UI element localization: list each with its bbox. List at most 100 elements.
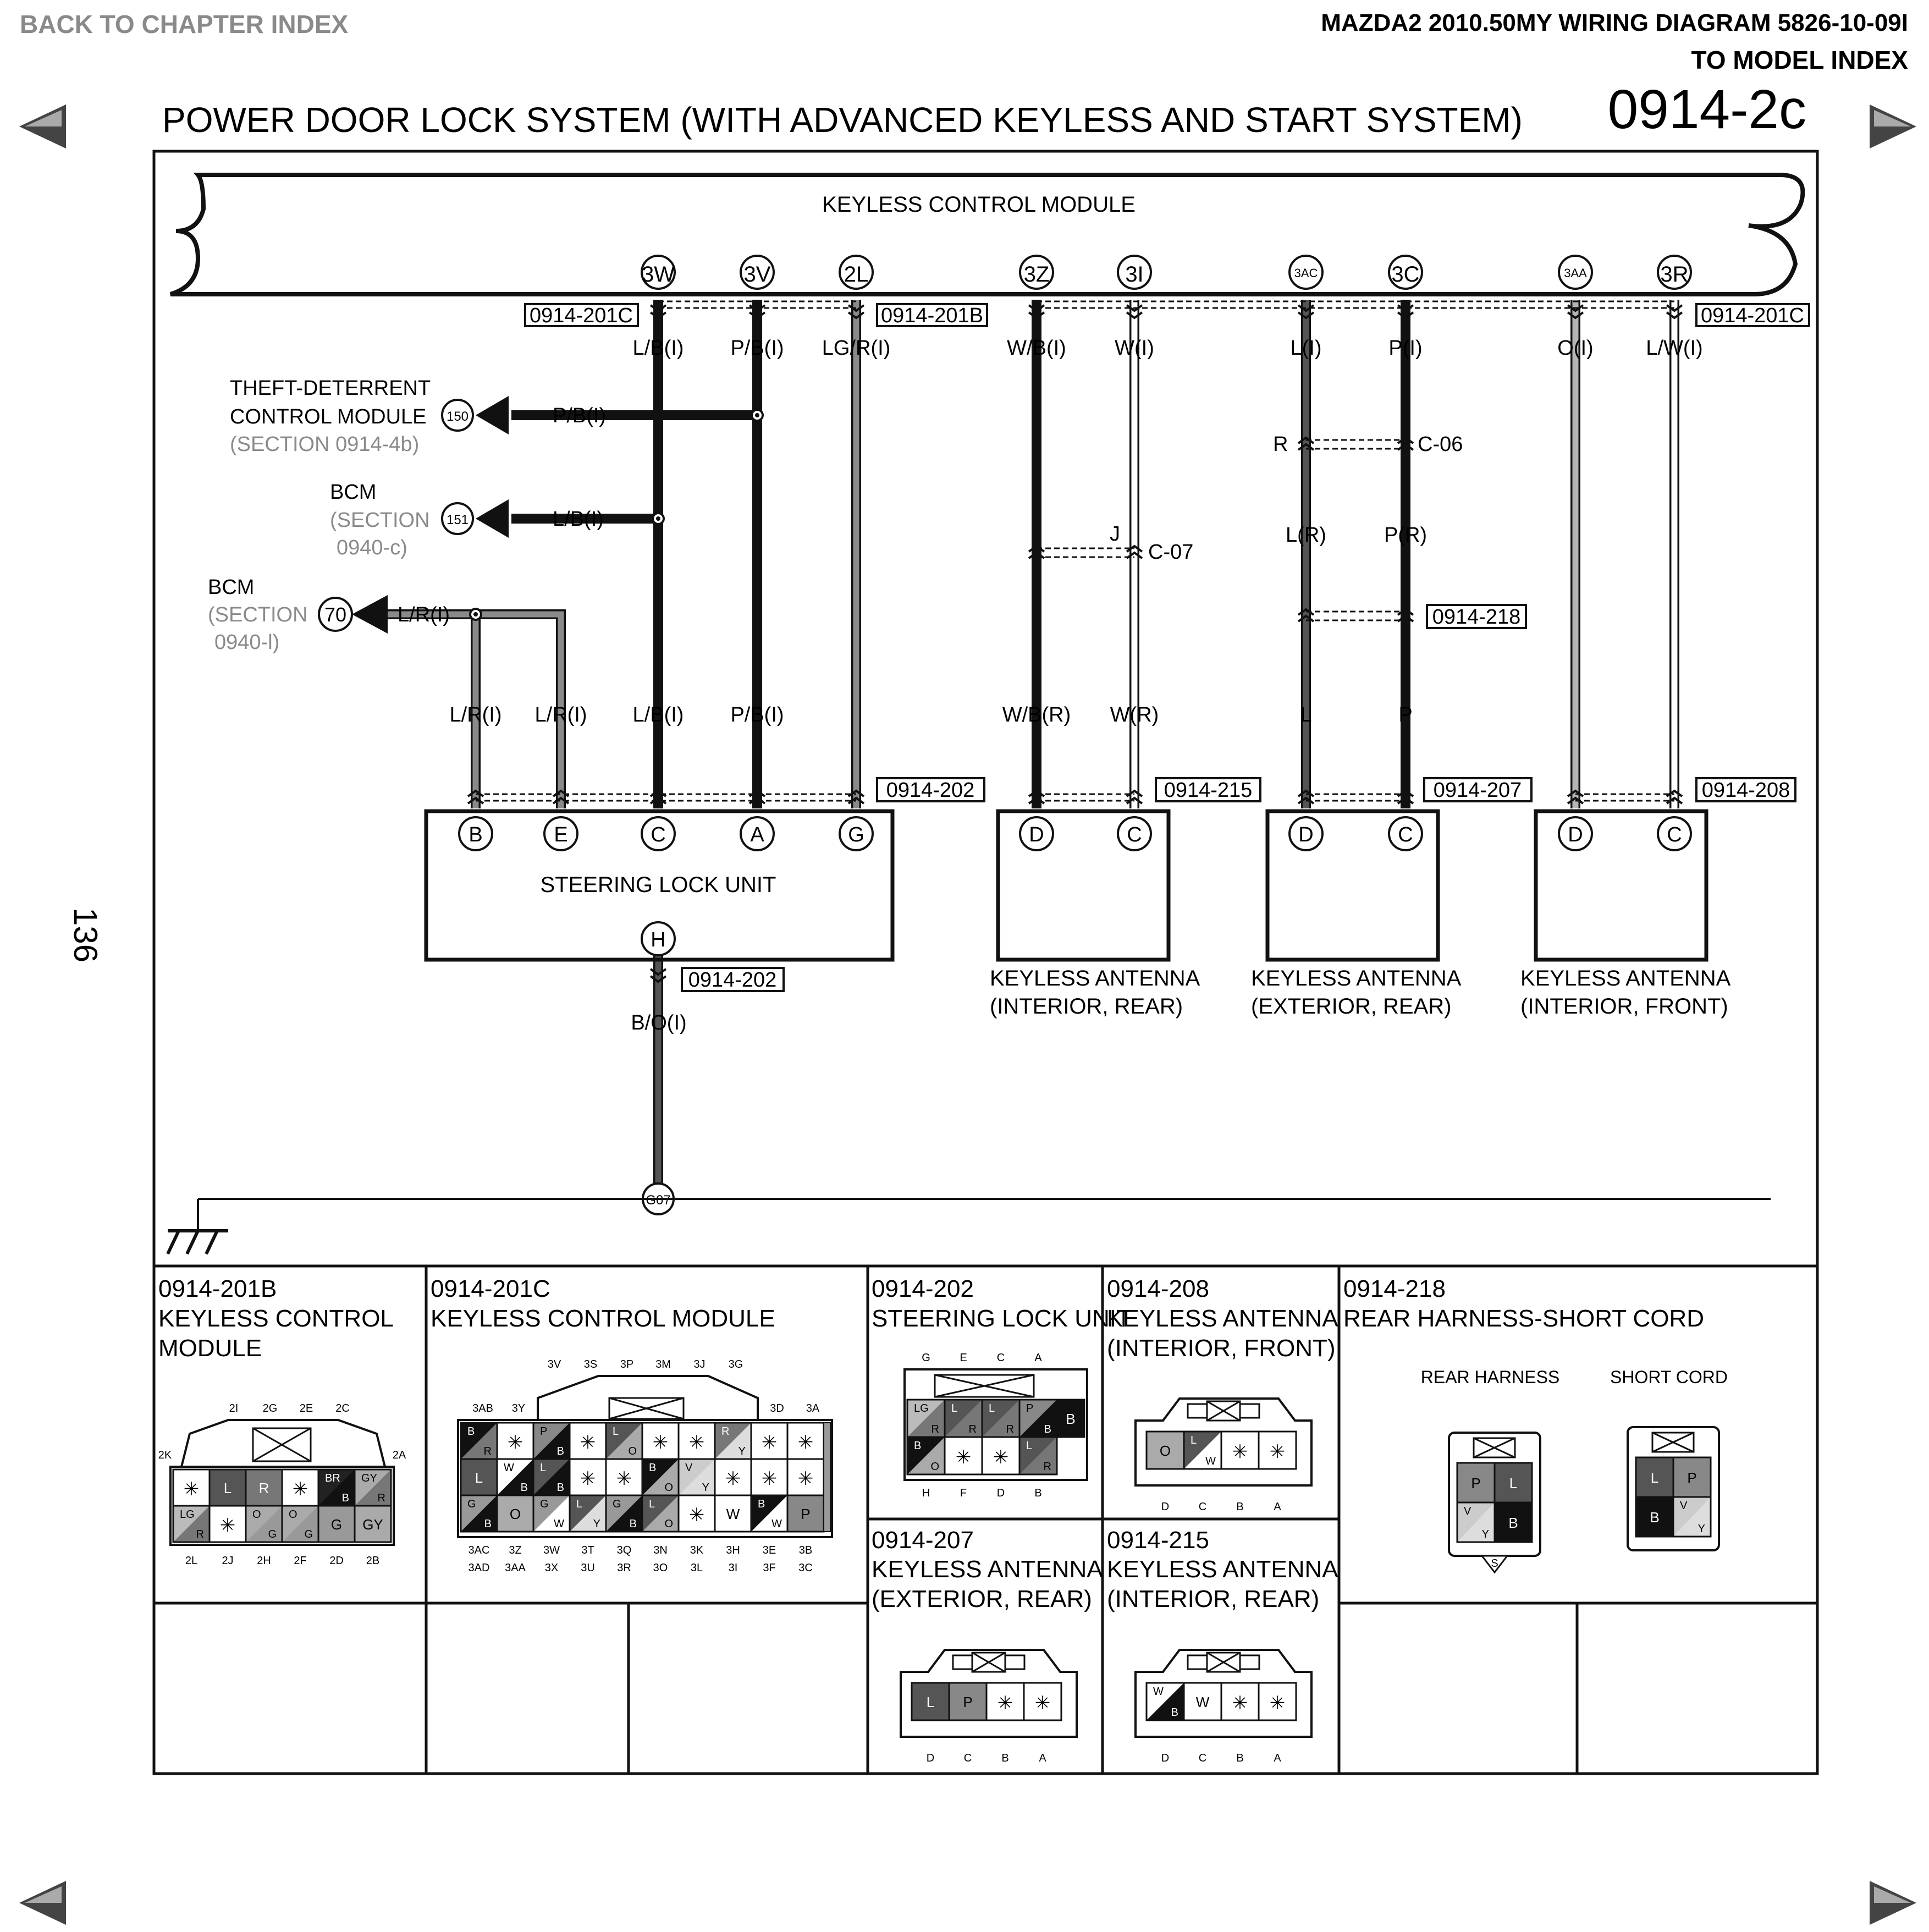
- cell-stripe: [982, 1400, 1019, 1437]
- pin-number: 3V: [548, 1358, 561, 1370]
- cell-color-main: L: [224, 1480, 232, 1496]
- cv201b-name2: MODULE: [158, 1335, 262, 1362]
- to-model-index-link[interactable]: TO MODEL INDEX: [1691, 46, 1909, 74]
- lower-wire-label: P: [1398, 703, 1412, 726]
- ant-ext-rear-pin: [1288, 816, 1324, 851]
- connector-cell: GW: [532, 1494, 571, 1533]
- connector-cell: L: [1635, 1456, 1674, 1498]
- cell-color-main: B: [758, 1498, 765, 1510]
- cell-stripe: [461, 1423, 497, 1459]
- joint-c07-pin: J: [1110, 522, 1120, 546]
- pin-number: 3F: [763, 1562, 775, 1574]
- cell-color-main: L: [927, 1694, 934, 1710]
- lower-wire-label: L/B(I): [633, 703, 684, 726]
- cell-stripe: [1019, 1400, 1057, 1437]
- cell-stripe: [1019, 1437, 1057, 1474]
- connector-chevron-icon: [847, 304, 865, 320]
- pin-number: 3Z: [509, 1544, 521, 1556]
- cell-color-stripe: Y: [738, 1445, 746, 1457]
- steering-pin-label: A: [750, 823, 764, 846]
- pin-number: B: [1034, 1487, 1041, 1499]
- cell-color-main: B: [1650, 1509, 1659, 1526]
- cell-color-stripe: O: [664, 1482, 673, 1494]
- antenna-interior-front-label1: KEYLESS ANTENNA: [1520, 966, 1731, 990]
- cell-color-stripe: B: [484, 1518, 492, 1530]
- connector-hood: [537, 1375, 759, 1420]
- steering-pin: [458, 816, 493, 851]
- cell-bg: [677, 1422, 716, 1460]
- cell-color-main: L: [1651, 1469, 1658, 1486]
- connector-cell: L: [460, 1458, 498, 1496]
- joint-chevron-icon: [1028, 544, 1045, 559]
- pin-number: 3K: [690, 1544, 704, 1556]
- cv202-code: 0914-202: [872, 1275, 974, 1302]
- antenna-exterior-rear-box: [1265, 809, 1440, 962]
- steering-pin: [641, 816, 676, 851]
- cell-stripe: [173, 1506, 210, 1542]
- next-page-arrow-icon[interactable]: [1870, 104, 1916, 148]
- back-to-chapter-link[interactable]: BACK TO CHAPTER INDEX: [20, 10, 349, 38]
- cell-color-stripe: Y: [1482, 1528, 1489, 1540]
- connector-cell: ✳: [750, 1422, 789, 1460]
- pin-number: 3P: [620, 1358, 633, 1370]
- cell-color-main: G: [540, 1498, 549, 1510]
- connector-cell: ✳: [786, 1422, 825, 1460]
- cell-color-main: LG: [914, 1402, 929, 1414]
- pin-number: 3E: [763, 1544, 776, 1556]
- pin-number: 2C: [335, 1402, 350, 1414]
- cell-color-main: G: [613, 1498, 621, 1510]
- cell-color-main: O: [1160, 1443, 1171, 1459]
- cell-color-main: GY: [361, 1472, 377, 1484]
- connector-cell: ✳: [786, 1458, 825, 1496]
- module-terminal-3Z: 3Z: [1019, 255, 1054, 320]
- connector-cell: WB: [496, 1458, 534, 1496]
- splice-dot-center: [656, 516, 660, 521]
- joint-c06-pin: R: [1273, 433, 1288, 456]
- page-code: 0914-2c: [1608, 79, 1806, 140]
- first-page-arrow-icon[interactable]: [19, 1881, 66, 1925]
- pin-number: 2F: [294, 1555, 306, 1567]
- cell-color-main: P: [540, 1425, 547, 1438]
- pin-number: 3M: [655, 1358, 671, 1370]
- cell-color-stripe: W: [554, 1518, 564, 1530]
- connector-key-icon: [1480, 1555, 1509, 1574]
- cell-stripe: [715, 1423, 751, 1459]
- lower-wire-label: P/B(I): [730, 703, 784, 726]
- cell-unused-mark: ✳: [725, 1468, 741, 1489]
- connector-tag-215: 0914-215: [1155, 777, 1261, 802]
- steering-pin-label: B: [469, 823, 482, 846]
- connector-tag-207: 0914-207: [1423, 777, 1533, 802]
- svg-text:0914-202: 0914-202: [688, 968, 777, 992]
- cell-stripe: [751, 1495, 787, 1532]
- last-page-arrow-icon[interactable]: [1870, 1881, 1916, 1925]
- cell-stripe: [606, 1495, 642, 1532]
- cell-unused-mark: ✳: [220, 1515, 236, 1536]
- cell-color-stripe: B: [1044, 1423, 1051, 1435]
- cell-unused-mark: ✳: [762, 1468, 778, 1489]
- module-terminal-3AC: 3AC: [1288, 255, 1324, 320]
- pin-number: 3G: [729, 1358, 743, 1370]
- connector-cell: ✳: [1023, 1682, 1062, 1721]
- terminal-circle: [1388, 255, 1423, 290]
- connector-cell: LR: [1018, 1436, 1058, 1476]
- svg-text:0914-201B: 0914-201B: [881, 304, 983, 327]
- cell-bg: [981, 1436, 1021, 1476]
- cell-color-stripe: W: [771, 1518, 782, 1530]
- cv208-name2: (INTERIOR, FRONT): [1107, 1335, 1336, 1362]
- cell-unused-mark: ✳: [1270, 1441, 1286, 1462]
- prev-page-arrow-icon[interactable]: [19, 104, 66, 148]
- cv202-name1: STEERING LOCK UNIT: [872, 1305, 1131, 1332]
- cell-bg: [1258, 1430, 1297, 1470]
- cell-bg: [1220, 1682, 1260, 1721]
- page-title: POWER DOOR LOCK SYSTEM (WITH ADVANCED KE…: [162, 100, 1523, 140]
- pin-number: 3R: [617, 1562, 631, 1574]
- cell-color-main: B: [1066, 1411, 1075, 1427]
- cv218-code: 0914-218: [1343, 1275, 1446, 1302]
- connector-chevron-icon: [748, 789, 766, 805]
- svg-text:P/B(I): P/B(I): [553, 404, 606, 427]
- module-terminal-3V: 3V: [740, 255, 775, 320]
- terminal-label: 3AA: [1564, 266, 1587, 280]
